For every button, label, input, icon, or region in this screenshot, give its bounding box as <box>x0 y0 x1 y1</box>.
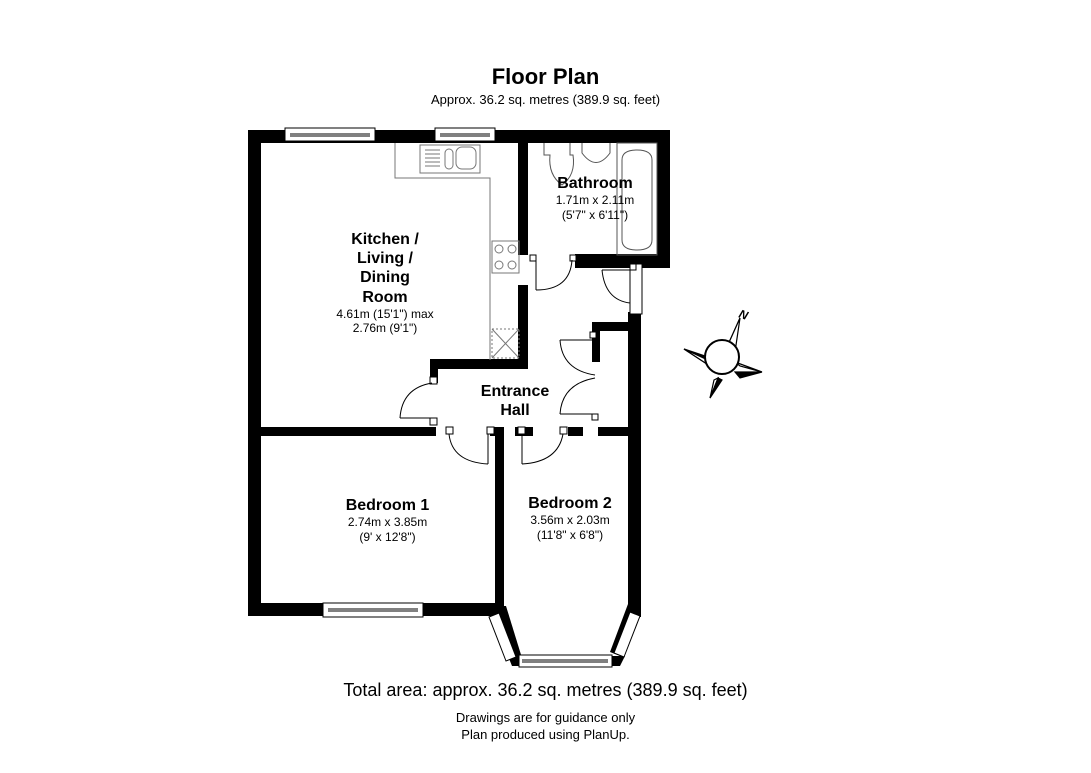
doors <box>399 254 637 465</box>
room-kitchen-living-dining: Kitchen / Living / Dining Room 4.61m (15… <box>336 231 434 336</box>
producer-note: Plan produced using PlanUp. <box>461 727 630 742</box>
bathroom-fixtures <box>543 142 658 256</box>
total-area: Total area: approx. 36.2 sq. metres (389… <box>343 680 748 700</box>
plan-subtitle: Approx. 36.2 sq. metres (389.9 sq. feet) <box>430 92 661 107</box>
room-entrance-hall: Entrance Hall <box>480 383 550 420</box>
plan-title: Floor Plan <box>491 64 600 89</box>
room-bedroom-1: Bedroom 1 2.74m x 3.85m (9' x 12'8") <box>345 497 430 544</box>
windows <box>284 127 643 668</box>
disclaimer-note: Drawings are for guidance only <box>455 710 636 725</box>
room-bedroom-2: Bedroom 2 3.56m x 2.03m (11'8" x 6'8") <box>528 495 612 542</box>
compass-north-label: N <box>737 307 750 323</box>
room-bathroom: Bathroom 1.71m x 2.11m (5'7" x 6'11") <box>555 175 635 222</box>
compass-rose-icon <box>683 317 763 399</box>
kitchen-fixtures <box>394 143 520 360</box>
